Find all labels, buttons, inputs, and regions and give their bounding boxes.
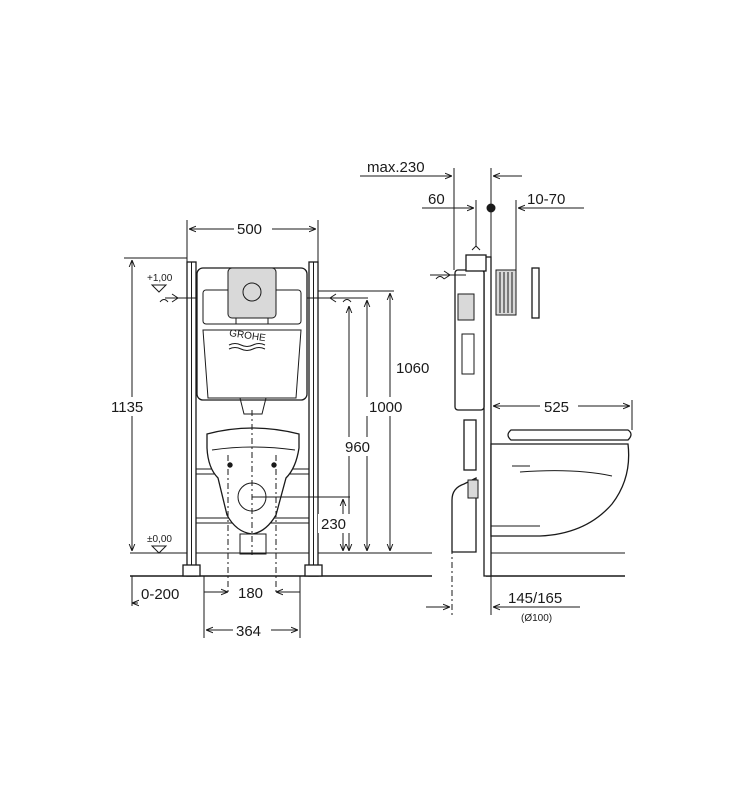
dim-60: 60 [428,191,445,208]
flush-plate [495,269,517,316]
dim-diameter: (Ø100) [521,613,552,624]
dim-1135: 1135 [111,399,143,416]
svg-text:+1,00: +1,00 [147,273,173,284]
side-frame [483,256,492,577]
dim-1060: 1060 [396,360,429,377]
toilet-bowl-side [490,429,632,537]
cistern: GROHE [196,267,308,415]
water-supply-right [307,293,352,303]
frame-right-foot [304,564,323,577]
dim-1000: 1000 [369,399,402,416]
dim-180: 180 [238,585,263,602]
level-marker-floor: ±0,00 [147,534,172,554]
dim-145-165: 145/165 [508,590,562,607]
toilet-bowl-front [206,410,300,592]
dim-0-200: 0-200 [141,586,179,603]
side-view: max.230 60 10-70 525 145/165 (Ø100) [360,159,633,624]
dim-364: 364 [236,623,261,640]
dim-10-70: 10-70 [527,191,565,208]
water-supply-left [159,293,197,303]
level-marker-top: +1,00 [147,273,173,293]
svg-text:±0,00: ±0,00 [147,534,172,545]
dim-max230: max.230 [367,159,425,176]
dim-960: 960 [345,439,370,456]
front-view: GROHE +1,0 [108,220,439,640]
dim-525: 525 [544,399,569,416]
frame-left-foot [182,564,201,577]
floor-line [130,552,625,577]
dim-230: 230 [321,516,346,533]
brand-logo: GROHE [229,328,267,344]
dim-500: 500 [237,221,262,238]
